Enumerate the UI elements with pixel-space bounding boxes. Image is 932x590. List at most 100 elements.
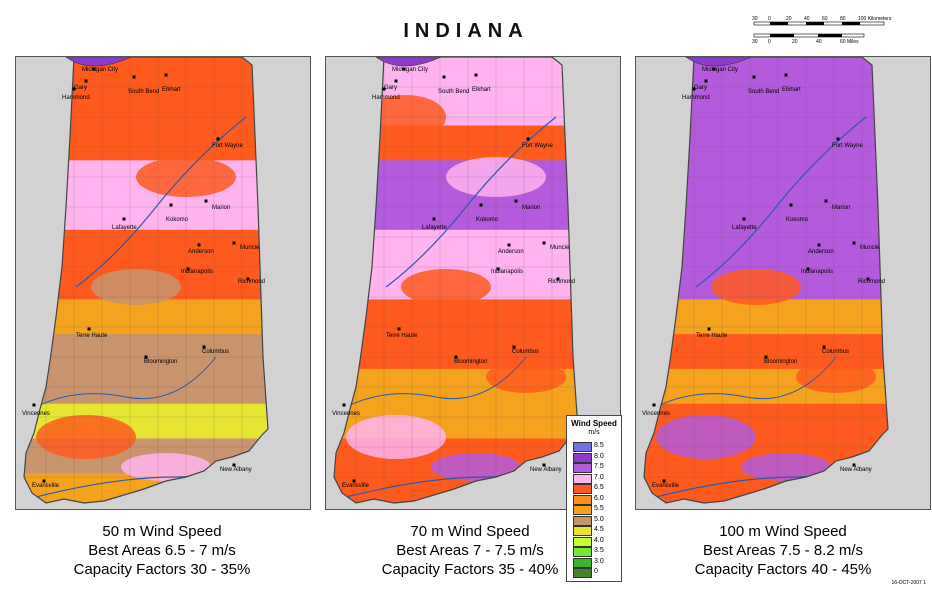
caption-50m-line-1: 50 m Wind Speed <box>102 523 222 540</box>
legend-swatch-3.0 <box>573 557 592 568</box>
city-marker <box>526 137 530 141</box>
city-label: Bloomington <box>144 359 177 365</box>
city-label: New Albany <box>840 467 872 473</box>
scale-bar: 30 0 20 40 60 80 100 Kilometers 30 0 20 … <box>752 16 892 45</box>
state-outline <box>643 57 889 504</box>
city-marker <box>652 403 656 407</box>
city-label: South Bend <box>128 89 159 95</box>
city-marker <box>817 243 821 247</box>
city-label: Fort Wayne <box>522 143 553 149</box>
scale-mi-label-2: 20 <box>792 39 798 45</box>
city-marker <box>132 75 136 79</box>
scale-mi-label-0: 30 <box>752 39 758 45</box>
city-marker <box>454 355 458 359</box>
city-marker <box>474 73 478 77</box>
city-marker <box>712 67 716 71</box>
caption-50m: 50 m Wind Speed Best Areas 6.5 - 7 m/s C… <box>15 522 309 579</box>
city-marker <box>836 137 840 141</box>
city-label: Hammond <box>62 95 90 101</box>
city-label: Lafayette <box>732 225 757 231</box>
city-marker <box>742 217 746 221</box>
city-label: Anderson <box>808 249 834 255</box>
caption-100m-line-2: Best Areas 7.5 - 8.2 m/s <box>702 542 864 559</box>
city-marker <box>92 67 96 71</box>
scale-mi-label-1: 0 <box>768 39 771 45</box>
caption-70m: 70 m Wind Speed Best Areas 7 - 7.5 m/s C… <box>323 522 617 579</box>
legend-swatch-7.0 <box>573 473 592 484</box>
wind-zone-band <box>334 125 578 163</box>
legend-unit: m/s <box>588 429 600 436</box>
city-label: Muncie <box>550 245 570 251</box>
scale-km-label-4: 60 <box>822 16 828 22</box>
city-marker <box>514 199 518 203</box>
wabash-river <box>75 116 247 288</box>
city-label: Elkhart <box>162 87 181 93</box>
wind-zone-patch <box>741 453 831 481</box>
city-marker <box>764 355 768 359</box>
legend-label: 0 <box>594 568 598 575</box>
city-label: Michigan City <box>702 67 738 73</box>
city-marker <box>556 277 560 281</box>
city-marker <box>382 87 386 91</box>
wind-speed-zones <box>334 57 578 503</box>
legend-label: 6.5 <box>594 484 604 491</box>
legend-swatch-0 <box>573 568 592 578</box>
wind-zone-patch <box>656 415 756 459</box>
city-label: Richmond <box>238 279 265 285</box>
legend-swatch-8.5 <box>573 442 592 452</box>
city-marker <box>72 87 76 91</box>
scale-km-label-2: 20 <box>786 16 792 22</box>
city-marker <box>824 199 828 203</box>
city-label: Evansville <box>342 483 370 489</box>
wind-zone-band <box>24 229 268 267</box>
city-label: Muncie <box>240 245 260 251</box>
lake-michigan <box>65 57 132 67</box>
city-marker <box>342 403 346 407</box>
city-label: Lafayette <box>112 225 137 231</box>
wabash-river <box>385 116 557 288</box>
wind-zone-band <box>24 125 268 163</box>
legend-label: 8.5 <box>594 442 604 449</box>
caption-50m-line-3: Capacity Factors 30 - 35% <box>73 561 251 578</box>
city-marker <box>692 87 696 91</box>
wind-zone-patch <box>176 361 256 393</box>
wind-zone-band <box>24 334 268 371</box>
city-marker <box>169 203 173 207</box>
wind-zone-patch <box>36 415 136 459</box>
wind-zone-band <box>644 195 888 232</box>
city-marker <box>352 479 356 483</box>
city-label: Marion <box>212 205 230 211</box>
legend-label: 3.0 <box>594 557 604 565</box>
city-label: Kokomo <box>786 217 809 223</box>
city-label: Fort Wayne <box>832 143 863 149</box>
city-label: Fort Wayne <box>212 143 243 149</box>
legend-label: 8.0 <box>594 452 604 460</box>
wind-zone-patch <box>91 269 181 305</box>
city-label: Richmond <box>548 279 575 285</box>
scale-mi-label-4: 60 Miles <box>840 39 859 45</box>
city-marker <box>204 199 208 203</box>
legend-label: 4.5 <box>594 526 604 533</box>
lake-michigan <box>375 57 442 67</box>
city-label: Terre Haute <box>696 333 728 339</box>
wind-zone-band <box>334 299 578 337</box>
caption-70m-line-1: 70 m Wind Speed <box>410 523 530 540</box>
state-outline <box>23 57 269 504</box>
city-label: Michigan City <box>392 67 428 73</box>
city-label: Gary <box>694 85 707 91</box>
legend-label: 3.5 <box>594 547 604 554</box>
city-marker <box>542 241 546 245</box>
city-marker <box>704 79 708 83</box>
wind-zone-patch <box>486 361 566 393</box>
caption-100m: 100 m Wind Speed Best Areas 7.5 - 8.2 m/… <box>636 522 930 579</box>
city-marker <box>202 345 206 349</box>
legend-label: 5.0 <box>594 515 604 523</box>
city-label: Columbus <box>202 349 229 355</box>
city-marker <box>232 241 236 245</box>
city-marker <box>394 79 398 83</box>
city-label: Gary <box>74 85 87 91</box>
city-label: Anderson <box>498 249 524 255</box>
